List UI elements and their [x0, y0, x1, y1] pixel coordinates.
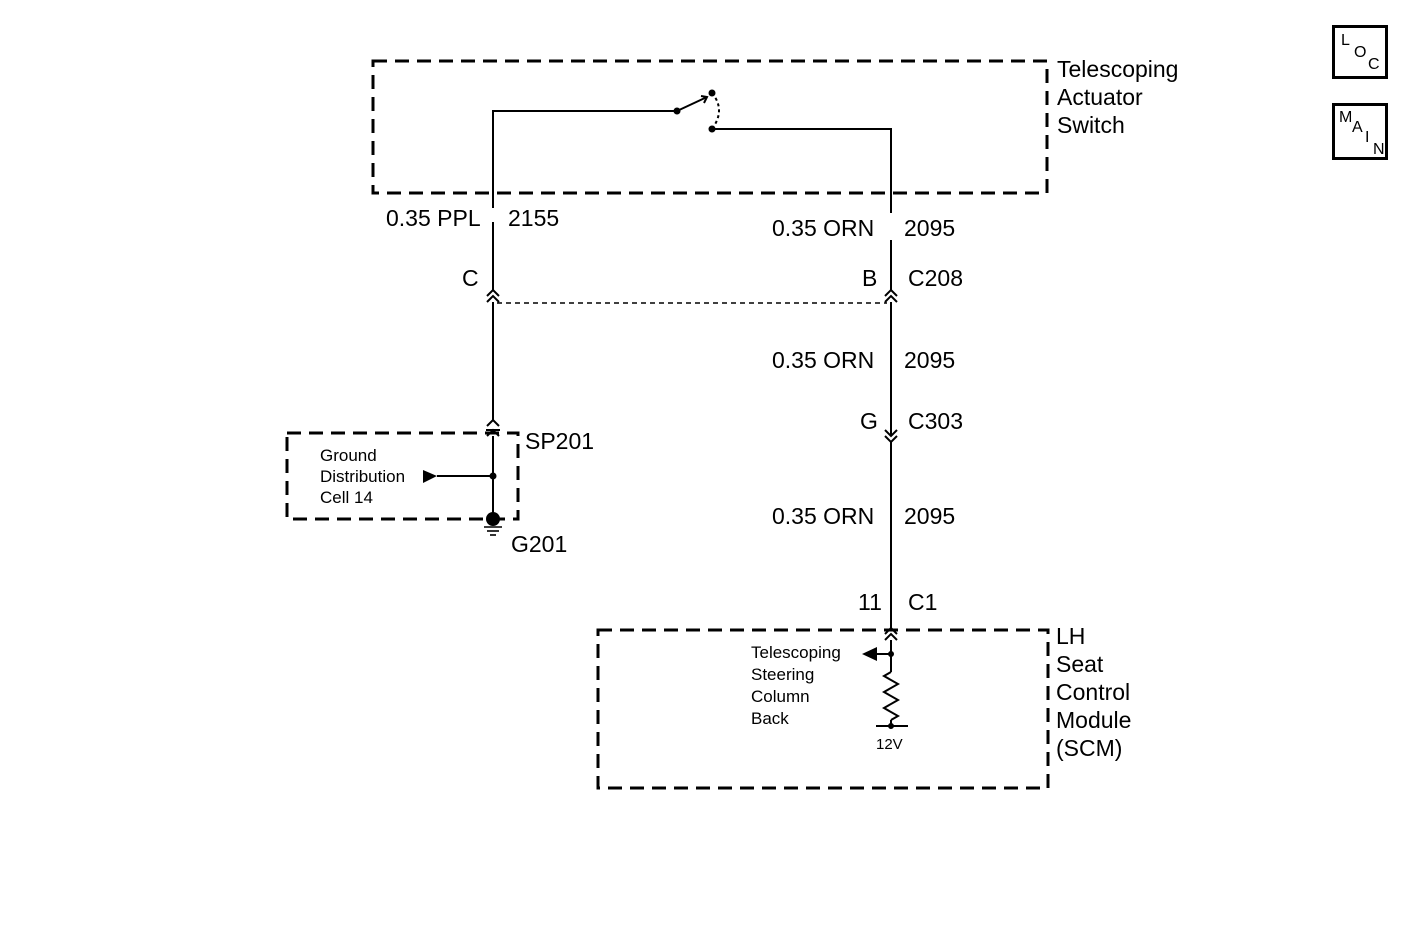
c303-pin-label: G [860, 408, 878, 434]
loc-letter: O [1354, 44, 1367, 61]
circuit-number-orn: 2095 [904, 347, 956, 373]
signal-label: Column [751, 687, 810, 706]
module-name: (SCM) [1056, 735, 1123, 761]
switch-pivot-dot [673, 107, 681, 115]
switch-contacts [492, 92, 892, 213]
main-letter: I [1365, 129, 1370, 146]
switch-name: Telescoping [1057, 56, 1179, 82]
ground-ref-text: Cell 14 [320, 488, 373, 507]
c1-connector-label: C1 [908, 589, 938, 615]
supply-voltage-label: 12V [876, 736, 903, 753]
main-letter: M [1339, 109, 1353, 126]
main-button[interactable]: M A I N [1332, 103, 1388, 160]
ground-symbol-icon [484, 526, 502, 536]
loc-button[interactable]: L O C [1332, 25, 1388, 79]
ground-distribution-box [285, 431, 520, 521]
switch-name: Switch [1057, 112, 1125, 138]
loc-letter: L [1341, 32, 1350, 49]
module-name: Seat [1056, 651, 1104, 677]
module-name: Control [1056, 679, 1131, 705]
ground-ref-text: Ground [320, 446, 377, 465]
c1-pin-label: 11 [858, 589, 882, 615]
signal-arrow-icon [862, 647, 877, 661]
circuit-number-orn: 2095 [904, 503, 956, 529]
module-name: Module [1056, 707, 1132, 733]
ground-terminal-dot [486, 512, 500, 526]
signal-label: Steering [751, 665, 815, 684]
switch-contact-dot [708, 125, 716, 133]
c208-pin-label: B [862, 265, 878, 291]
loc-letter: C [1368, 56, 1380, 73]
c303-connector-label: C303 [908, 408, 963, 434]
ground-ref-arrow-icon [423, 470, 437, 483]
switch-enclosure [371, 59, 1049, 195]
switch-contact-dot [708, 89, 716, 97]
wire-label-ppl: 0.35 PPL [386, 205, 481, 231]
wire-label-orn: 0.35 ORN [772, 503, 875, 529]
wire-label-orn: 0.35 ORN [772, 215, 875, 241]
main-letter: N [1373, 141, 1385, 158]
c208-connector-label: C208 [908, 265, 963, 291]
switch-name: Actuator [1057, 84, 1143, 110]
module-name: LH [1056, 623, 1086, 649]
junction-dot [888, 651, 894, 657]
signal-label: Back [751, 709, 789, 728]
main-letter: A [1352, 119, 1363, 136]
circuit-number-ppl: 2155 [508, 205, 560, 231]
ground-ref-text: Distribution [320, 467, 406, 486]
ground-label: G201 [511, 531, 568, 557]
splice-label: SP201 [525, 428, 595, 454]
splice-dot [489, 472, 497, 480]
signal-label: Telescoping [751, 643, 841, 662]
circuit-number-orn: 2095 [904, 215, 956, 241]
c208-pin-label: C [462, 265, 479, 291]
module-enclosure [596, 628, 1050, 790]
junction-dot [888, 723, 894, 729]
wire-label-orn: 0.35 ORN [772, 347, 875, 373]
